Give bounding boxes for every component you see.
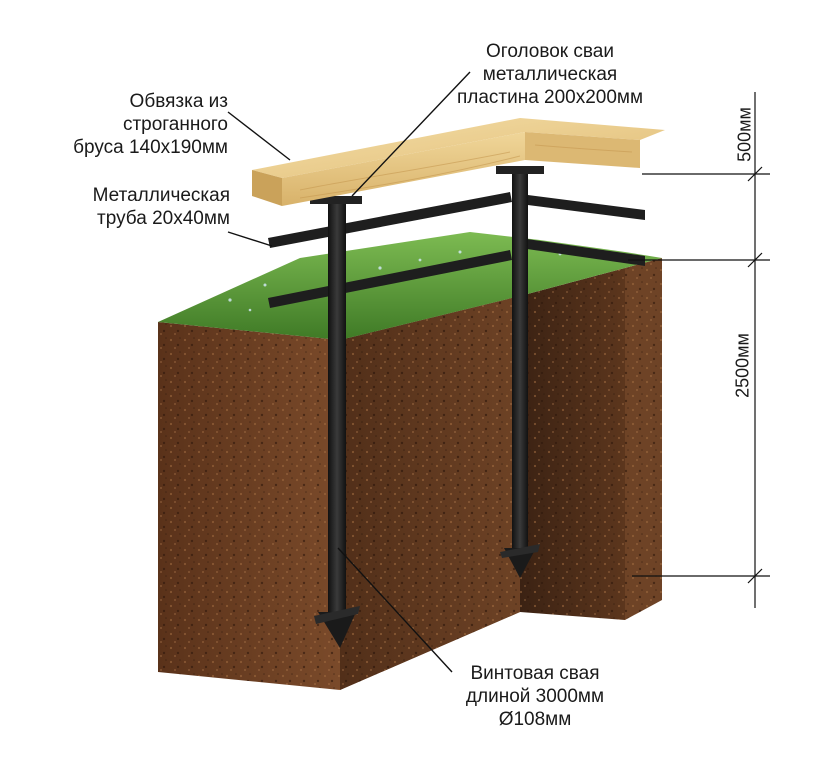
label-pile-line3: Ø108мм bbox=[498, 709, 572, 730]
label-cap: Оголовок сваи металлическая пластина 200… bbox=[430, 40, 670, 109]
label-cap-line3: пластина 200х200мм bbox=[456, 87, 644, 108]
label-beam-line3: бруса 140х190мм bbox=[73, 137, 228, 158]
dimension-lines bbox=[628, 92, 770, 608]
pile-right bbox=[496, 166, 544, 578]
label-pile-line2: длиной 3000мм bbox=[465, 686, 605, 707]
label-cap-line1: Оголовок сваи bbox=[486, 41, 614, 62]
leader-pipe bbox=[227, 231, 273, 247]
dimension-2500: 2500мм bbox=[732, 333, 753, 398]
label-pipe: Металлическая труба 20х40мм bbox=[30, 184, 230, 230]
label-beam-line1: Обвязка из bbox=[129, 91, 228, 112]
label-pile-line1: Винтовая свая bbox=[470, 663, 600, 684]
leader-cap bbox=[351, 71, 471, 197]
label-pipe-line2: труба 20х40мм bbox=[97, 208, 230, 229]
dimension-500: 500мм bbox=[734, 107, 755, 162]
label-beam-line2: строганного bbox=[122, 114, 228, 135]
label-beam: Обвязка из строганного бруса 140х190мм bbox=[40, 90, 228, 159]
leader-pile bbox=[337, 547, 453, 673]
pile-left bbox=[310, 196, 362, 648]
grass-surface bbox=[158, 232, 662, 340]
leader-lines bbox=[227, 71, 471, 673]
leader-beam bbox=[227, 111, 291, 161]
label-pile: Винтовая свая длиной 3000мм Ø108мм bbox=[440, 662, 630, 731]
wooden-beam bbox=[252, 118, 665, 206]
label-pipe-line1: Металлическая bbox=[92, 185, 230, 206]
label-cap-line2: металлическая bbox=[482, 64, 618, 85]
